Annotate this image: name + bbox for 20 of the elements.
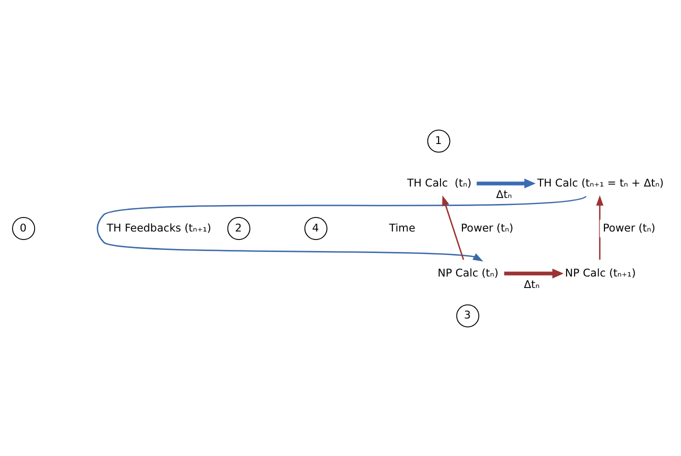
- edge-label: Power (tₙ): [602, 221, 656, 234]
- edge-label: Δtₙ: [496, 187, 512, 200]
- label: Time: [389, 220, 416, 234]
- node-text: NP Calc (tₙ): [438, 266, 498, 279]
- node-text: TH Calc (tₙ): [407, 176, 472, 189]
- arrow: [97, 195, 586, 262]
- node-circle: 4: [304, 216, 328, 240]
- arrow: [442, 194, 464, 260]
- arrow: [504, 268, 564, 278]
- node-text: NP Calc (tₙ₊₁): [565, 266, 636, 279]
- edge-label: Δtₙ: [524, 277, 540, 290]
- node-circle: 2: [227, 216, 250, 240]
- arrow: [596, 194, 604, 260]
- arrow: [476, 178, 536, 188]
- edge-label: TH Feedbacks (tₙ₊₁): [106, 221, 212, 234]
- node-text: TH Calc (tₙ₊₁ = tₙ + Δtₙ): [537, 176, 664, 189]
- node-circle: 3: [456, 304, 480, 327]
- edge-label: Power (tₙ): [460, 221, 514, 234]
- node-circle: 1: [427, 129, 450, 152]
- node-circle: 0: [12, 216, 36, 240]
